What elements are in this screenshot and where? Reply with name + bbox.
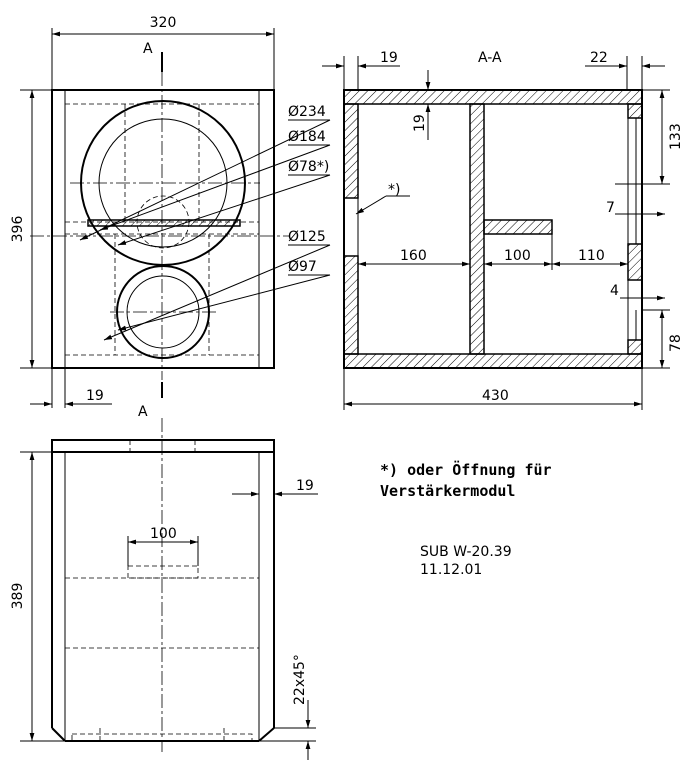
side-width-dim: 100 — [150, 526, 177, 542]
section-dim-78: 78 — [668, 334, 684, 352]
section-dim-100: 100 — [504, 248, 531, 264]
side-height-dim: 389 — [10, 583, 26, 610]
section-dim-110: 110 — [578, 248, 605, 264]
section-dim-133: 133 — [668, 123, 684, 150]
callout-d78: Ø78*) — [288, 159, 329, 175]
section-dim-7: 7 — [606, 200, 615, 216]
notes: *) oder Öffnung für Verstärkermodul SUB … — [380, 460, 552, 578]
front-width-dim: 320 — [150, 15, 177, 31]
section-port-note: *) — [388, 182, 400, 198]
section-dim-4: 4 — [610, 283, 619, 299]
callout-d125: Ø125 — [288, 229, 326, 245]
section-wall-right-dim: 22 — [590, 50, 608, 66]
section-width-dim: 430 — [482, 388, 509, 404]
front-view: 320 A — [10, 15, 331, 420]
section-marker-bottom: A — [138, 404, 148, 420]
footnote-line-2: Verstärkermodul — [380, 482, 515, 500]
side-chamfer-dim: 22x45° — [292, 654, 308, 705]
section-title: A-A — [478, 50, 502, 66]
section-wall-left-dim: 19 — [380, 50, 398, 66]
callout-d184: Ø184 — [288, 129, 326, 145]
section-dim-160: 160 — [400, 248, 427, 264]
date-label: 11.12.01 — [420, 562, 482, 578]
front-wall-dim: 19 — [86, 388, 104, 404]
side-view: 100 19 389 22x45° — [10, 418, 318, 760]
front-height-dim: 396 — [10, 216, 26, 243]
callout-d234: Ø234 — [288, 104, 326, 120]
model-label: SUB W-20.39 — [420, 544, 512, 560]
side-wall-dim: 19 — [296, 478, 314, 494]
section-view: A-A 19 22 19 — [322, 50, 684, 410]
section-top-wall-dim: 19 — [412, 114, 428, 132]
callout-d97: Ø97 — [288, 259, 317, 275]
section-marker-top: A — [143, 41, 153, 57]
footnote-line-1: *) oder Öffnung für — [380, 460, 552, 479]
